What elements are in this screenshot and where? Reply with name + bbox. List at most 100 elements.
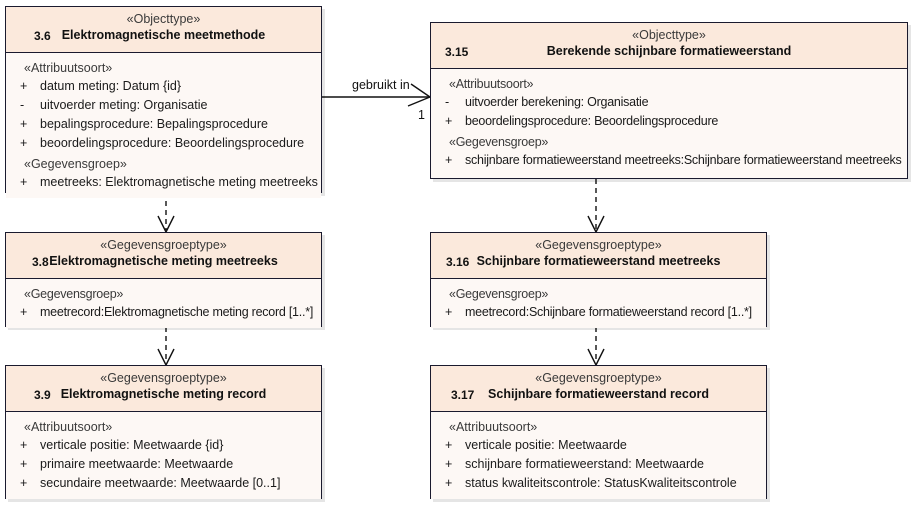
visibility-marker: + [20, 136, 28, 150]
attribute-text: verticale positie: Meetwaarde [465, 438, 627, 452]
attribute-text: secundaire meetwaarde: Meetwaarde [0..1] [40, 476, 281, 490]
class-name: Elektromagnetische meetmethode [61, 28, 266, 42]
attribute-text: uitvoerder berekening: Organisatie [465, 95, 649, 109]
attribute-row: + bepalingsprocedure: Bepalingsprocedure [10, 115, 317, 134]
attribute-row: + meetrecord:Schijnbare formatieweerstan… [435, 303, 762, 322]
compartment-label-gegevensgroep: «Gegevensgroep» [24, 287, 124, 301]
class-name: Schijnbare formatieweerstand record [488, 387, 709, 401]
class-name-line: 3.8 Elektromagnetische meting meetreeks [12, 253, 315, 270]
class-name: Elektromagnetische meting meetreeks [49, 254, 278, 268]
visibility-marker: - [445, 95, 449, 109]
attribute-row: + beoordelingsprocedure: Beoordelingspro… [435, 112, 903, 131]
class-stereotype: «Objecttype» [126, 12, 201, 26]
visibility-marker: + [445, 438, 453, 452]
visibility-marker: + [445, 153, 453, 167]
attribute-row: + meetreeks: Elektromagnetische meting m… [10, 173, 318, 192]
attribute-row: - uitvoerder berekening: Organisatie [435, 93, 903, 112]
attribute-row: + schijnbare formatieweerstand: Meetwaar… [435, 455, 762, 474]
class-name-line: 3.6 Elektromagnetische meetmethode [12, 27, 315, 44]
compartment-label-attribuutsoort: «Attribuutsoort» [449, 420, 538, 434]
visibility-marker: + [20, 438, 28, 452]
visibility-marker: + [445, 305, 453, 319]
attribute-row: + secundaire meetwaarde: Meetwaarde [0..… [10, 474, 317, 493]
class-header: «Objecttype» 3.15 Berekende schijnbare f… [431, 23, 907, 69]
class-box-schijnbare-formatieweerstand-meetreeks[interactable]: «Gegevensgroeptype» 3.16 Schijnbare form… [430, 232, 767, 328]
connector-dependency-38-39 [157, 327, 175, 367]
attribute-text: datum meting: Datum {id} [40, 79, 182, 93]
class-box-elektromagnetische-meting-record[interactable]: «Gegevensgroeptype» 3.9 Elektromagnetisc… [5, 365, 322, 499]
attribute-text: schijnbare formatieweerstand: Meetwaarde [465, 457, 705, 471]
class-number: 3.17 [451, 388, 475, 402]
class-body: «Gegevensgroep» + meetrecord:Elektromagn… [6, 279, 321, 328]
class-box-berekende-schijnbare-formatieweerstand[interactable]: «Objecttype» 3.15 Berekende schijnbare f… [430, 22, 908, 179]
visibility-marker: + [20, 457, 28, 471]
attribute-text: primaire meetwaarde: Meetwaarde [40, 457, 234, 471]
class-body: «Attribuutsoort» - uitvoerder berekening… [431, 69, 907, 176]
attribute-text: bepalingsprocedure: Bepalingsprocedure [40, 117, 268, 131]
visibility-marker: + [445, 114, 453, 128]
compartment-label-gegevensgroep: «Gegevensgroep» [24, 157, 127, 171]
class-name: Berekende schijnbare formatieweerstand [546, 44, 792, 58]
attribute-row: + beoordelingsprocedure: Beoordelingspro… [10, 134, 317, 153]
class-number: 3.9 [34, 388, 51, 402]
attribute-text: beoordelingsprocedure: Beoordelingsproce… [465, 114, 719, 128]
compartment-label-attribuutsoort: «Attribuutsoort» [449, 77, 534, 91]
class-name-line: 3.17 Schijnbare formatieweerstand record [437, 386, 760, 403]
attribute-row: + datum meting: Datum {id} [10, 77, 317, 96]
visibility-marker: - [20, 98, 25, 112]
connector-dependency-316-317 [587, 327, 605, 367]
compartment-label-attribuutsoort: «Attribuutsoort» [24, 61, 113, 75]
class-name: Schijnbare formatieweerstand meetreeks [476, 254, 721, 268]
class-box-schijnbare-formatieweerstand-record[interactable]: «Gegevensgroeptype» 3.17 Schijnbare form… [430, 365, 767, 499]
class-body: «Attribuutsoort» + verticale positie: Me… [431, 412, 766, 499]
attribute-text: status kwaliteitscontrole: StatusKwalite… [465, 476, 737, 490]
class-header: «Gegevensgroeptype» 3.16 Schijnbare form… [431, 233, 766, 279]
visibility-marker: + [20, 305, 28, 319]
attribute-row: + verticale positie: Meetwaarde [435, 436, 762, 455]
attribute-row: + meetrecord:Elektromagnetische meting r… [10, 303, 317, 322]
visibility-marker: + [20, 79, 28, 93]
association-name-label: gebruikt in [352, 78, 410, 92]
class-stereotype: «Objecttype» [632, 28, 706, 42]
class-box-elektromagnetische-meetmethode[interactable]: «Objecttype» 3.6 Elektromagnetische meet… [5, 6, 322, 198]
visibility-marker: + [445, 476, 453, 490]
compartment-label-gegevensgroep: «Gegevensgroep» [449, 135, 549, 149]
attribute-text: beoordelingsprocedure: Beoordelingsproce… [40, 136, 305, 150]
class-body: «Attribuutsoort» + datum meting: Datum {… [6, 53, 321, 198]
visibility-marker: + [20, 175, 28, 189]
connector-dependency-315-316 [587, 179, 605, 234]
attribute-text: meetrecord:Elektromagnetische meting rec… [40, 305, 314, 319]
visibility-marker: + [445, 457, 453, 471]
class-name-line: 3.16 Schijnbare formatieweerstand meetre… [437, 253, 760, 270]
association-target-multiplicity: 1 [418, 108, 425, 122]
class-body: «Attribuutsoort» + verticale positie: Me… [6, 412, 321, 499]
class-header: «Gegevensgroeptype» 3.17 Schijnbare form… [431, 366, 766, 412]
class-stereotype: «Gegevensgroeptype» [100, 371, 227, 385]
class-number: 3.15 [445, 45, 469, 59]
compartment-label-gegevensgroep: «Gegevensgroep» [449, 287, 549, 301]
class-header: «Gegevensgroeptype» 3.8 Elektromagnetisc… [6, 233, 321, 279]
attribute-row: + schijnbare formatieweerstand meetreeks… [435, 151, 903, 170]
attribute-text: verticale positie: Meetwaarde {id} [40, 438, 224, 452]
class-number: 3.16 [446, 255, 470, 269]
class-stereotype: «Gegevensgroeptype» [100, 238, 227, 252]
class-name-line: 3.9 Elektromagnetische meting record [12, 386, 315, 403]
attribute-row: + verticale positie: Meetwaarde {id} [10, 436, 317, 455]
class-box-elektromagnetische-meting-meetreeks[interactable]: «Gegevensgroeptype» 3.8 Elektromagnetisc… [5, 232, 322, 328]
attribute-row: - uitvoerder meting: Organisatie [10, 96, 317, 115]
class-stereotype: «Gegevensgroeptype» [535, 238, 662, 252]
attribute-row: + primaire meetwaarde: Meetwaarde [10, 455, 317, 474]
class-stereotype: «Gegevensgroeptype» [535, 371, 662, 385]
attribute-row: + status kwaliteitscontrole: StatusKwali… [435, 474, 762, 493]
class-header: «Gegevensgroeptype» 3.9 Elektromagnetisc… [6, 366, 321, 412]
attribute-text: meetreeks: Elektromagnetische meting mee… [40, 175, 318, 189]
visibility-marker: + [20, 476, 28, 490]
attribute-text: meetrecord:Schijnbare formatieweerstand … [465, 305, 752, 319]
class-number: 3.6 [34, 29, 51, 43]
class-name-line: 3.15 Berekende schijnbare formatieweerst… [437, 43, 901, 60]
attribute-text: uitvoerder meting: Organisatie [40, 98, 208, 112]
class-name: Elektromagnetische meting record [60, 387, 267, 401]
visibility-marker: + [20, 117, 28, 131]
class-header: «Objecttype» 3.6 Elektromagnetische meet… [6, 7, 321, 53]
